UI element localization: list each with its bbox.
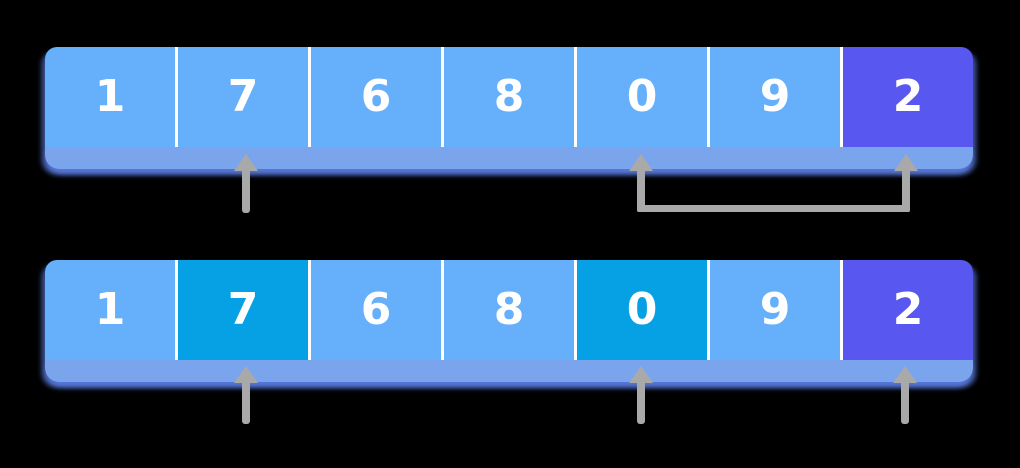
top-cell-3: 8 — [441, 47, 574, 147]
array-top-body: 1 7 6 8 0 9 2 — [45, 47, 973, 147]
cell-value: 2 — [892, 71, 924, 122]
bottom-cell-2: 6 — [308, 260, 441, 360]
top-cell-1: 7 — [175, 47, 308, 147]
bottom-cell-6-pivot: 2 — [840, 260, 973, 360]
arrow-shaft — [242, 383, 250, 424]
arrow-shaft — [901, 383, 909, 424]
bottom-cell-5: 9 — [707, 260, 840, 360]
cell-value: 9 — [759, 71, 791, 122]
arrow-head-icon — [893, 366, 917, 383]
top-cell-6-pivot: 2 — [840, 47, 973, 147]
connector-bracket — [637, 169, 910, 212]
cell-value: 8 — [493, 71, 525, 122]
arrow-head-icon — [629, 154, 653, 171]
arrow-head-icon — [234, 366, 258, 383]
swap-connector-icon — [629, 154, 918, 212]
arrow-head-icon — [894, 154, 918, 171]
bar-shadow-edge — [45, 147, 973, 169]
arrow-head-icon — [629, 366, 653, 383]
cell-value: 2 — [892, 284, 924, 335]
array-bottom: 1 7 6 8 0 9 2 — [45, 260, 973, 382]
cell-value: 0 — [626, 71, 658, 122]
pointer-arrow-top-index1-icon — [234, 154, 258, 213]
cell-value: 6 — [360, 71, 392, 122]
array-bottom-body: 1 7 6 8 0 9 2 — [45, 260, 973, 360]
bottom-cell-0: 1 — [45, 260, 175, 360]
bottom-cell-4-highlighted: 0 — [574, 260, 707, 360]
arrow-shaft — [242, 171, 250, 213]
cell-value: 1 — [94, 71, 126, 122]
array-top: 1 7 6 8 0 9 2 — [45, 47, 973, 169]
cell-value: 8 — [493, 284, 525, 335]
top-cell-5: 9 — [707, 47, 840, 147]
pointer-arrow-bottom-index1-icon — [234, 366, 258, 424]
arrow-shaft — [637, 383, 645, 424]
bar-shadow-edge — [45, 360, 973, 382]
pointer-arrow-bottom-index6-icon — [893, 366, 917, 424]
pointer-arrow-bottom-index4-icon — [629, 366, 653, 424]
bottom-cell-3: 8 — [441, 260, 574, 360]
arrow-head-icon — [234, 154, 258, 171]
top-cell-2: 6 — [308, 47, 441, 147]
cell-value: 6 — [360, 284, 392, 335]
cell-value: 7 — [227, 284, 259, 335]
cell-value: 0 — [626, 284, 658, 335]
cell-value: 1 — [94, 284, 126, 335]
top-cell-4: 0 — [574, 47, 707, 147]
cell-value: 7 — [227, 71, 259, 122]
top-cell-0: 1 — [45, 47, 175, 147]
cell-value: 9 — [759, 284, 791, 335]
bottom-cell-1-highlighted: 7 — [175, 260, 308, 360]
